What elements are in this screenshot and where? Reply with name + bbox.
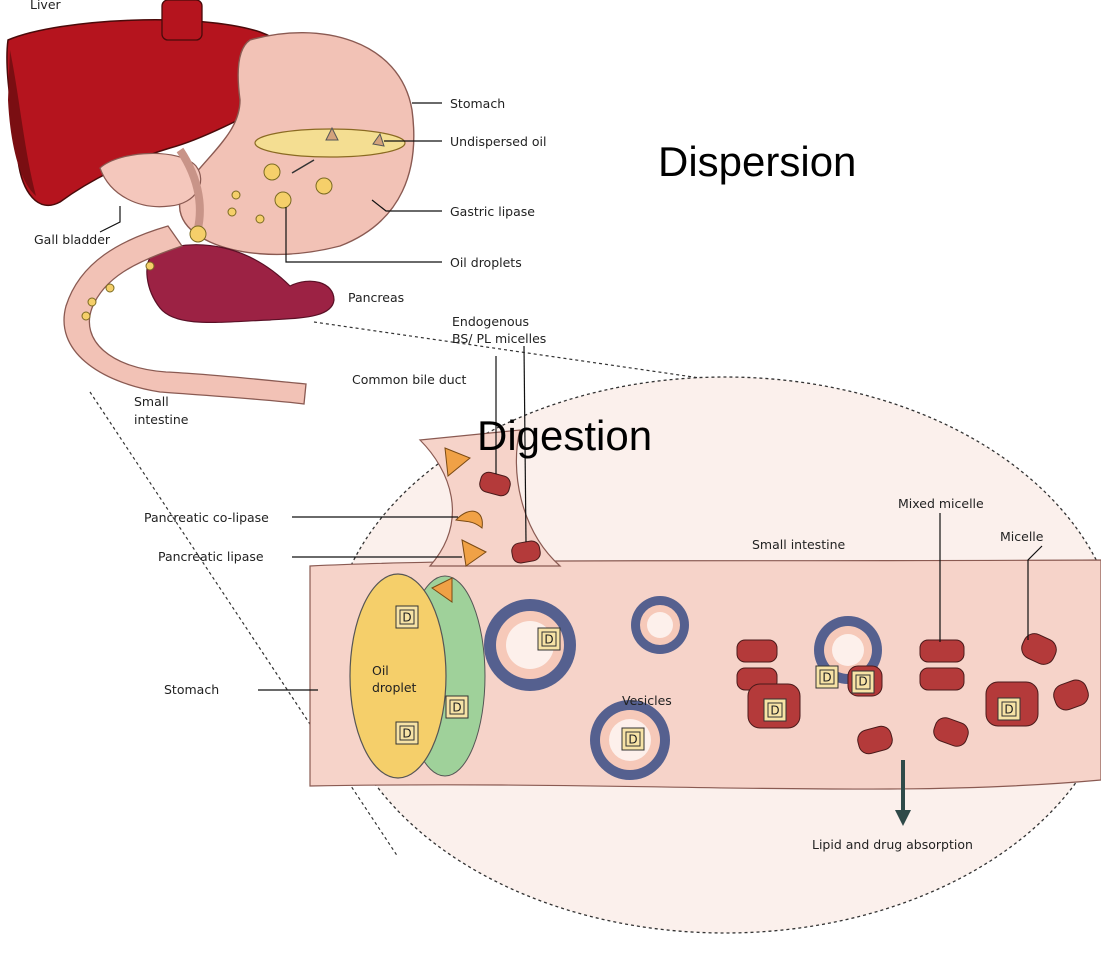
pancreatic-colipase-label: Pancreatic co-lipase <box>144 510 269 525</box>
undispersed-oil-label: Undispersed oil <box>450 134 546 149</box>
gastric-lipase-label: Gastric lipase <box>450 204 535 219</box>
drug-marker: D <box>396 722 418 744</box>
digestion-heading: Digestion <box>477 412 652 459</box>
small-intestine-inset-label: Small intestine <box>752 537 845 552</box>
svg-text:D: D <box>402 611 411 625</box>
organs <box>7 0 414 404</box>
oil-droplet-small <box>228 208 236 216</box>
oil-droplet-small <box>264 164 280 180</box>
liver-label: Liver <box>30 0 62 12</box>
oil-droplet-small <box>106 284 114 292</box>
oil-droplet <box>350 574 485 778</box>
drug-marker: D <box>816 666 838 688</box>
pancreatic-lipase-label: Pancreatic lipase <box>158 549 264 564</box>
pancreas-organ <box>147 245 334 323</box>
drug-marker: D <box>446 696 468 718</box>
vesicle <box>484 599 576 691</box>
oil-droplet-small <box>82 312 90 320</box>
oil-droplet-small <box>88 298 96 306</box>
drug-marker: D <box>622 728 644 750</box>
oil-droplet-small <box>146 262 154 270</box>
pancreas-label: Pancreas <box>348 290 404 305</box>
svg-text:D: D <box>770 704 779 718</box>
oil-droplet-small <box>316 178 332 194</box>
micelles-label: BS/ PL micelles <box>452 331 546 346</box>
oil-droplet-small <box>190 226 206 242</box>
svg-text:D: D <box>544 633 553 647</box>
dispersion-heading: Dispersion <box>658 138 856 185</box>
drug-marker: D <box>998 698 1020 720</box>
stomach-inset-label: Stomach <box>164 682 219 697</box>
droplet-label: droplet <box>372 680 417 695</box>
drug-marker: D <box>538 628 560 650</box>
drug-marker: D <box>396 606 418 628</box>
mixed-micelle-label: Mixed micelle <box>898 496 984 511</box>
micelle-label: Micelle <box>1000 529 1044 544</box>
oil-droplets-label: Oil droplets <box>450 255 522 270</box>
small-label: Small <box>134 394 169 409</box>
intestine-label: intestine <box>134 412 189 427</box>
gall-bladder-label: Gall bladder <box>34 232 111 247</box>
endogenous-label: Endogenous <box>452 314 529 329</box>
hepatic-vessel <box>162 0 202 40</box>
common-bile-duct-label: Common bile duct <box>352 372 467 387</box>
vesicle <box>631 596 689 654</box>
svg-text:D: D <box>1004 703 1013 717</box>
oil-droplet-small <box>256 215 264 223</box>
drug-marker: D <box>852 671 874 693</box>
oil-droplet-small <box>275 192 291 208</box>
drug-marker: D <box>764 699 786 721</box>
vesicles-label: Vesicles <box>622 693 672 708</box>
svg-text:D: D <box>628 733 637 747</box>
svg-text:D: D <box>858 675 867 689</box>
svg-text:D: D <box>452 701 461 715</box>
svg-text:D: D <box>822 671 831 685</box>
absorption-label: Lipid and drug absorption <box>812 837 973 852</box>
oil-label: Oil <box>372 663 389 678</box>
svg-text:D: D <box>402 727 411 741</box>
stomach-label: Stomach <box>450 96 505 111</box>
oil-droplet-small <box>232 191 240 199</box>
